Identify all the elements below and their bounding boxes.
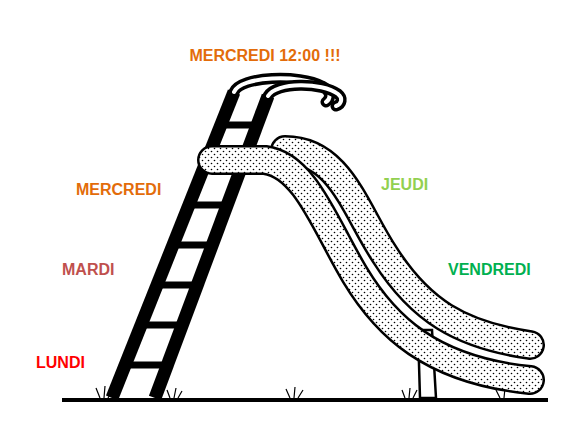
ladder-rung <box>141 322 182 329</box>
day-label: MERCREDI <box>76 180 161 200</box>
day-label: JEUDI <box>381 175 428 195</box>
day-label: LUNDI <box>36 353 85 373</box>
ground-line <box>62 398 548 402</box>
ladder-rung <box>189 202 227 209</box>
ladder-rung <box>157 282 197 289</box>
ladder <box>112 78 341 398</box>
ladder-rung <box>125 362 167 369</box>
ladder-rung <box>173 242 212 249</box>
slide-chute <box>212 150 530 380</box>
ladder-rung <box>221 122 257 129</box>
day-label: VENDREDI <box>448 260 531 280</box>
day-label: MARDI <box>62 260 114 280</box>
day-label: MERCREDI 12:00 !!! <box>189 46 340 66</box>
